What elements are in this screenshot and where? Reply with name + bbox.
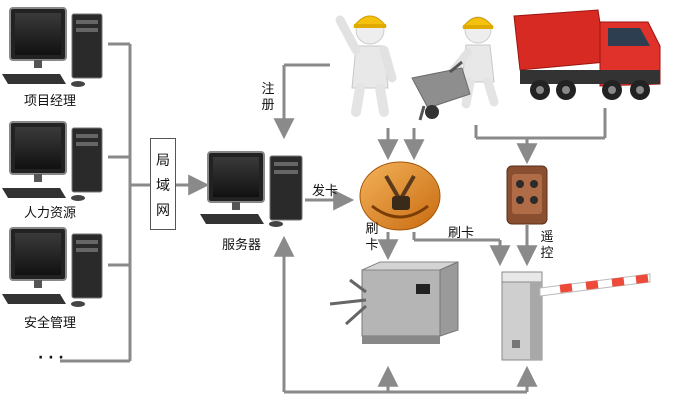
dump-truck-icon	[513, 9, 661, 100]
swipe-card-label-turnstile: 刷卡	[365, 222, 379, 253]
client-label-project-manager: 项目经理	[24, 94, 77, 109]
client-more-dots: · · ·	[38, 350, 64, 366]
worker-wheelbarrow-icon	[411, 16, 499, 121]
remote-control-label: 遥控	[540, 230, 554, 261]
computer-icon	[2, 7, 103, 87]
issue-card-label: 发卡	[312, 184, 339, 199]
connector-lines	[60, 42, 607, 394]
remote-control-icon	[506, 165, 548, 225]
computer-icon	[2, 121, 103, 201]
swipe-card-label-barrier: 刷卡	[448, 226, 475, 241]
register-label: 注册	[261, 82, 275, 113]
lan-label: 局域网	[156, 153, 170, 219]
server-label: 服务器	[222, 238, 262, 253]
server-computer-icon	[200, 151, 303, 227]
turnstile-gate-icon	[329, 261, 459, 344]
worker-waving-icon	[335, 15, 397, 117]
client-label-human-resources: 人力资源	[24, 206, 77, 221]
computer-icon	[2, 227, 103, 307]
client-label-safety-management: 安全管理	[24, 316, 77, 331]
lan-box: 局域网	[150, 138, 176, 230]
barrier-gate-icon	[501, 271, 651, 361]
smart-helmet-icon	[359, 161, 441, 231]
